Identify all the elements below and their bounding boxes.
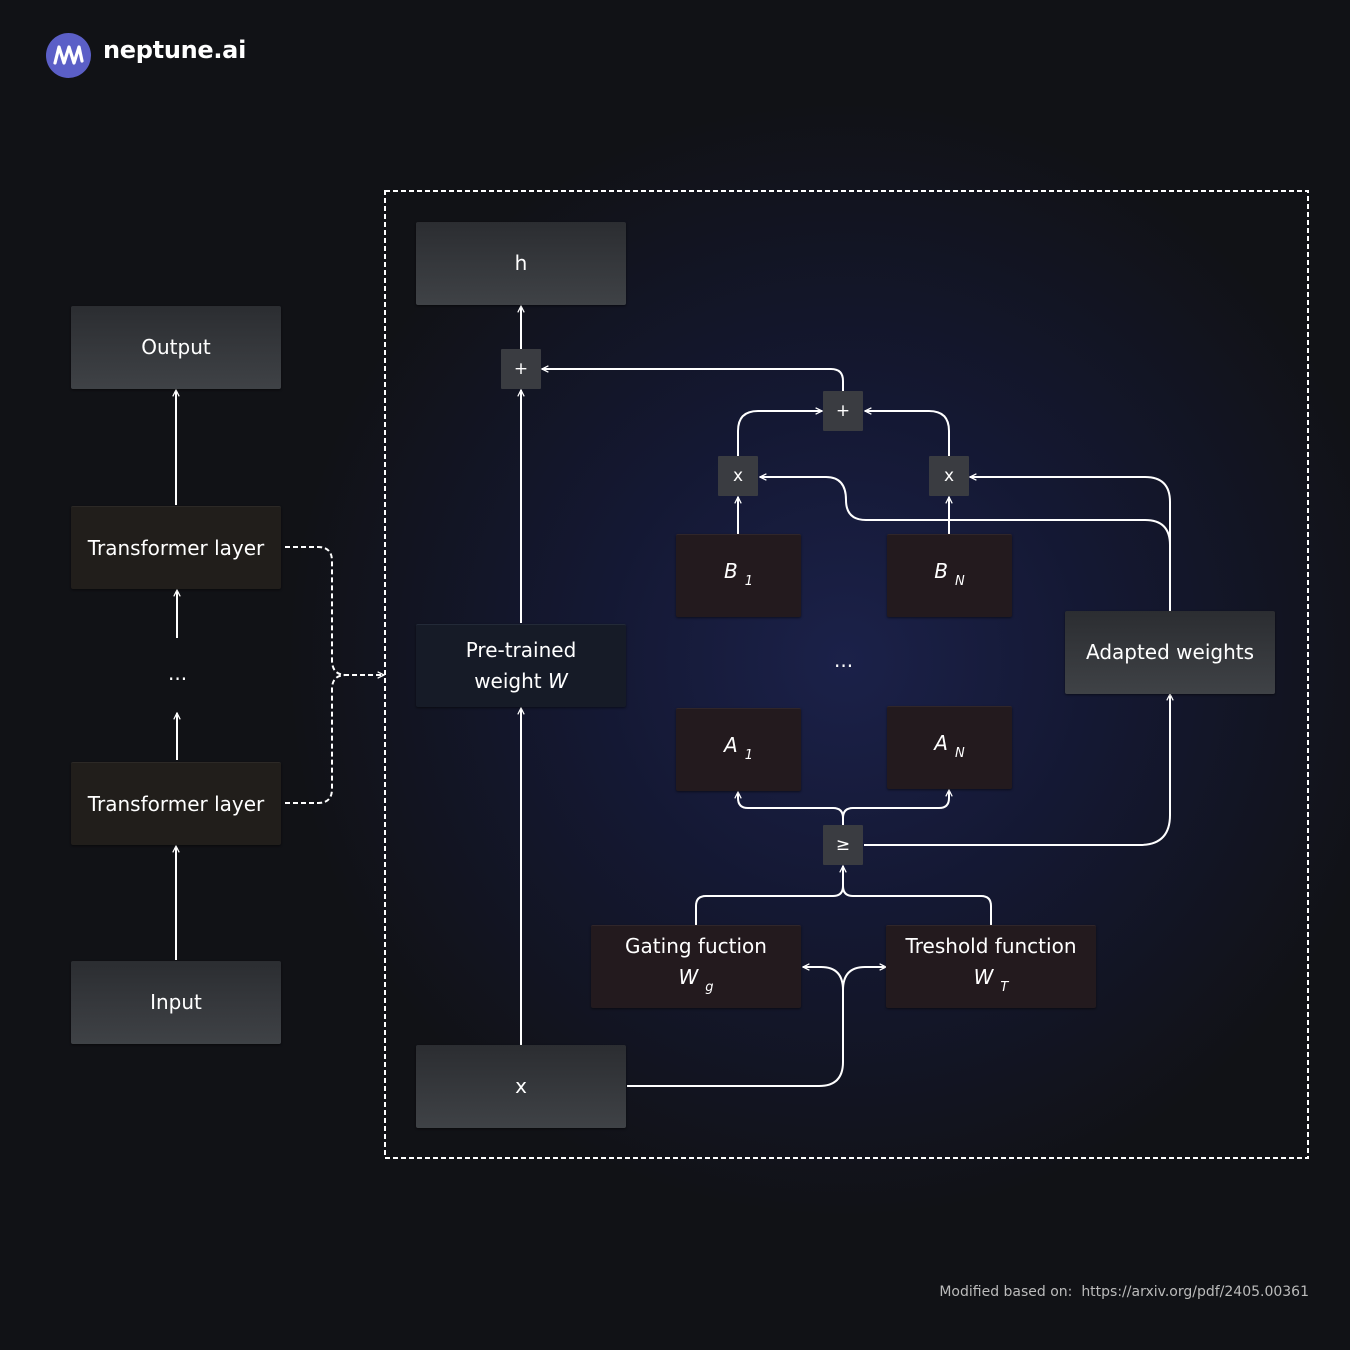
h-label: h bbox=[514, 251, 528, 275]
pretrained-weight-var: W bbox=[548, 669, 568, 693]
a1-sub: 1 bbox=[744, 747, 753, 763]
bn-sub: N bbox=[955, 573, 965, 589]
transformer-layer-bottom: Transformer layer bbox=[71, 762, 281, 845]
input-label: Input bbox=[150, 990, 202, 1014]
module-border bbox=[384, 190, 1309, 1159]
pretrained-weight-line2: weight W bbox=[474, 669, 568, 693]
bn-var: B bbox=[934, 558, 948, 583]
gating-function-label: Gating fuction bbox=[625, 934, 767, 958]
b1-var: B bbox=[723, 558, 738, 583]
add-operator-top: + bbox=[501, 349, 541, 389]
an-sub: N bbox=[954, 745, 965, 761]
threshold-sub: T bbox=[1000, 980, 1009, 995]
source-url[interactable]: https://arxiv.org/pdf/2405.00361 bbox=[1081, 1284, 1309, 1300]
compare-operator: ≥ bbox=[823, 825, 863, 865]
b1-sub: 1 bbox=[744, 573, 753, 589]
threshold-function-label: Treshold function bbox=[905, 934, 1077, 958]
an-var: A bbox=[934, 730, 948, 755]
pretrained-weight-box: Pre-trained weight W bbox=[416, 624, 626, 707]
adapted-weights-box: Adapted weights bbox=[1065, 611, 1275, 694]
x-label: x bbox=[515, 1074, 527, 1098]
multiply-operator-left: x bbox=[718, 456, 758, 496]
input-box: Input bbox=[71, 961, 281, 1044]
source-credit: Modified based on: https://arxiv.org/pdf… bbox=[939, 1284, 1309, 1300]
brand-name: neptune.ai bbox=[103, 36, 247, 64]
gating-var: W bbox=[678, 965, 699, 989]
output-box: Output bbox=[71, 306, 281, 389]
threshold-var: W bbox=[973, 965, 994, 989]
gating-sub: g bbox=[705, 980, 714, 995]
x-box: x bbox=[416, 1045, 626, 1128]
h-box: h bbox=[416, 222, 626, 305]
transformer-layer-top: Transformer layer bbox=[71, 506, 281, 589]
adapted-weights-label: Adapted weights bbox=[1085, 640, 1255, 664]
pretrained-weight-line1: Pre-trained bbox=[465, 638, 577, 662]
transformer-layer-top-label: Transformer layer bbox=[87, 535, 265, 560]
a1-var: A bbox=[724, 732, 738, 757]
source-label: Modified based on: bbox=[939, 1284, 1073, 1300]
layers-ellipsis: ... bbox=[168, 661, 188, 685]
add-operator-mid: + bbox=[823, 391, 863, 431]
neptune-logo-icon bbox=[46, 33, 91, 78]
multiply-operator-right: x bbox=[929, 456, 969, 496]
experts-ellipsis: ... bbox=[834, 648, 854, 672]
output-label: Output bbox=[141, 335, 211, 359]
transformer-layer-bottom-label: Transformer layer bbox=[87, 791, 265, 816]
